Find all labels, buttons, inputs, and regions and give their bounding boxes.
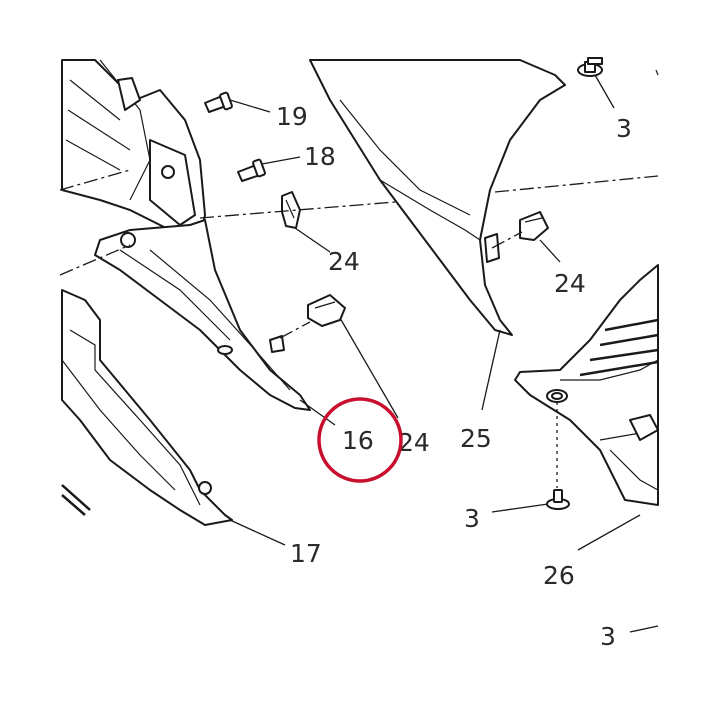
- leader-19: [229, 99, 271, 113]
- part-label-24: 24: [398, 428, 430, 457]
- leader-16: [299, 399, 336, 426]
- centre-line: [59, 244, 131, 276]
- leader-24b: [339, 317, 399, 419]
- part-label-17: 17: [290, 539, 322, 568]
- part-label-3: 3: [616, 114, 632, 143]
- part-label-26: 26: [543, 561, 575, 590]
- right-undertray: [514, 69, 659, 506]
- clip-24-icon: [519, 211, 549, 241]
- leader-24c: [539, 239, 561, 263]
- leader-3a: [594, 74, 615, 109]
- centre-line: [494, 175, 659, 193]
- screw-3-icon: [577, 57, 603, 77]
- part-label-24: 24: [328, 247, 360, 276]
- left-fairing-assembly: [61, 59, 311, 526]
- leader-17: [229, 519, 286, 546]
- part-label-25: 25: [460, 424, 492, 453]
- part-label-16: 16: [342, 426, 374, 455]
- screw-19-icon: [204, 91, 233, 113]
- part-label-18: 18: [304, 142, 336, 171]
- highlight-circle: [317, 397, 403, 483]
- centre-line: [59, 169, 131, 191]
- centre-line: [199, 201, 396, 219]
- part-label-24: 24: [554, 269, 586, 298]
- centre-line: [279, 321, 311, 339]
- screw-3-icon: [546, 489, 570, 510]
- centre-fairing: [309, 59, 566, 336]
- leader-26: [577, 514, 641, 551]
- leader-3c: [629, 625, 659, 633]
- part-label-19: 19: [276, 102, 308, 131]
- leader-18: [261, 156, 301, 165]
- centre-line: [491, 231, 523, 249]
- part-label-3: 3: [464, 504, 480, 533]
- clip-24-icon: [269, 294, 346, 353]
- leader-25: [481, 329, 501, 411]
- leader-24a: [294, 227, 331, 253]
- leader-3b: [491, 503, 549, 513]
- screw-18-icon: [237, 158, 266, 182]
- part-label-3: 3: [600, 622, 616, 651]
- clip-24-icon: [281, 191, 301, 229]
